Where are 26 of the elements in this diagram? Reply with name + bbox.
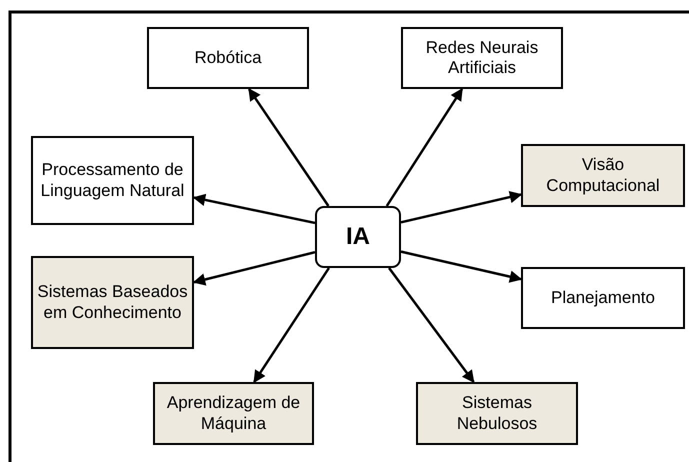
node-label: Redes Neurais Artificiais bbox=[424, 38, 540, 78]
node-label: Visão Computacional bbox=[545, 155, 661, 196]
arrow bbox=[253, 267, 330, 384]
arrow bbox=[192, 194, 316, 224]
arrow bbox=[248, 88, 330, 207]
arrow bbox=[386, 88, 464, 207]
arrow bbox=[388, 267, 475, 383]
node-label: Planejamento bbox=[551, 288, 655, 308]
node-label: Aprendizagem de Máquina bbox=[166, 393, 302, 434]
node-label: IA bbox=[346, 222, 370, 252]
topic-box bbox=[147, 27, 309, 89]
arrow bbox=[400, 190, 522, 224]
topic-box bbox=[31, 256, 194, 349]
topic-box bbox=[31, 136, 194, 225]
topic-box bbox=[521, 267, 685, 329]
node-label: Processamento de Linguagem Natural bbox=[40, 160, 186, 201]
arrow bbox=[192, 251, 316, 286]
topic-box bbox=[521, 144, 685, 207]
node-label: Sistemas Baseados em Conhecimento bbox=[37, 282, 188, 323]
topic-box bbox=[153, 382, 314, 445]
arrow bbox=[400, 250, 522, 283]
node-label: Sistemas Nebulosos bbox=[456, 393, 538, 434]
node-label: Robótica bbox=[194, 48, 262, 68]
topic-box bbox=[401, 27, 563, 89]
topic-box bbox=[416, 382, 578, 445]
central-box bbox=[315, 206, 401, 268]
